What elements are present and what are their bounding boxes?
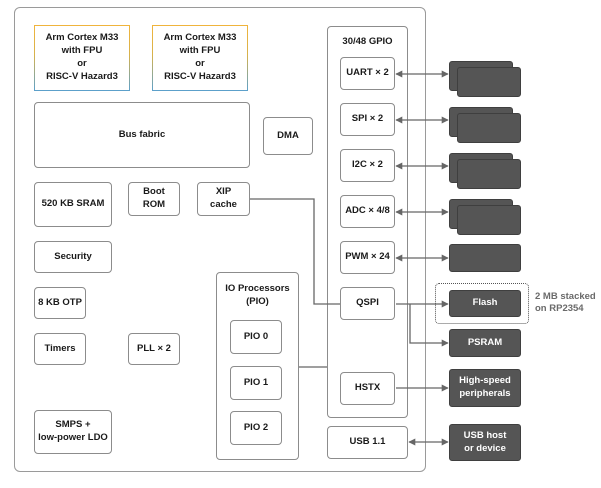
i2c-external-device	[457, 159, 521, 189]
pll-block: PLL × 2	[128, 333, 180, 365]
psram-device: PSRAM	[449, 329, 521, 357]
security-block: Security	[34, 241, 112, 273]
adc-block: ADC × 4/8	[340, 195, 395, 228]
pio-1-block: PIO 1	[230, 366, 282, 400]
pio-0-block: PIO 0	[230, 320, 282, 354]
uart-block: UART × 2	[340, 57, 395, 90]
pwm-external-device	[449, 244, 521, 272]
flash-stacked-note: 2 MB stacked on RP2354	[535, 291, 596, 314]
cpu-core-1: Arm Cortex M33 with FPU or RISC-V Hazard…	[152, 25, 248, 91]
usb-host-device: USB host or device	[449, 424, 521, 461]
adc-external-device	[457, 205, 521, 235]
spi-block: SPI × 2	[340, 103, 395, 136]
pio-2-block: PIO 2	[230, 411, 282, 445]
otp-block: 8 KB OTP	[34, 287, 86, 319]
pwm-block: PWM × 24	[340, 241, 395, 274]
xip-cache-block: XIP cache	[197, 182, 250, 216]
qspi-block: QSPI	[340, 287, 395, 320]
hstx-block: HSTX	[340, 372, 395, 405]
cpu-core-0: Arm Cortex M33 with FPU or RISC-V Hazard…	[34, 25, 130, 91]
spi-external-device	[457, 113, 521, 143]
gpio-group-title: 30/48 GPIO	[342, 36, 393, 47]
sram-block: 520 KB SRAM	[34, 182, 112, 227]
boot-rom-block: Boot ROM	[128, 182, 180, 216]
smps-block: SMPS + low-power LDO	[34, 410, 112, 454]
i2c-block: I2C × 2	[340, 149, 395, 182]
dma-block: DMA	[263, 117, 313, 155]
usb-block: USB 1.1	[327, 426, 408, 459]
timers-block: Timers	[34, 333, 86, 365]
high-speed-peripherals: High-speed peripherals	[449, 369, 521, 407]
uart-external-device	[457, 67, 521, 97]
pio-group-title: IO Processors (PIO)	[225, 283, 290, 307]
bus-fabric: Bus fabric	[34, 102, 250, 168]
flash-device: Flash	[449, 290, 521, 317]
